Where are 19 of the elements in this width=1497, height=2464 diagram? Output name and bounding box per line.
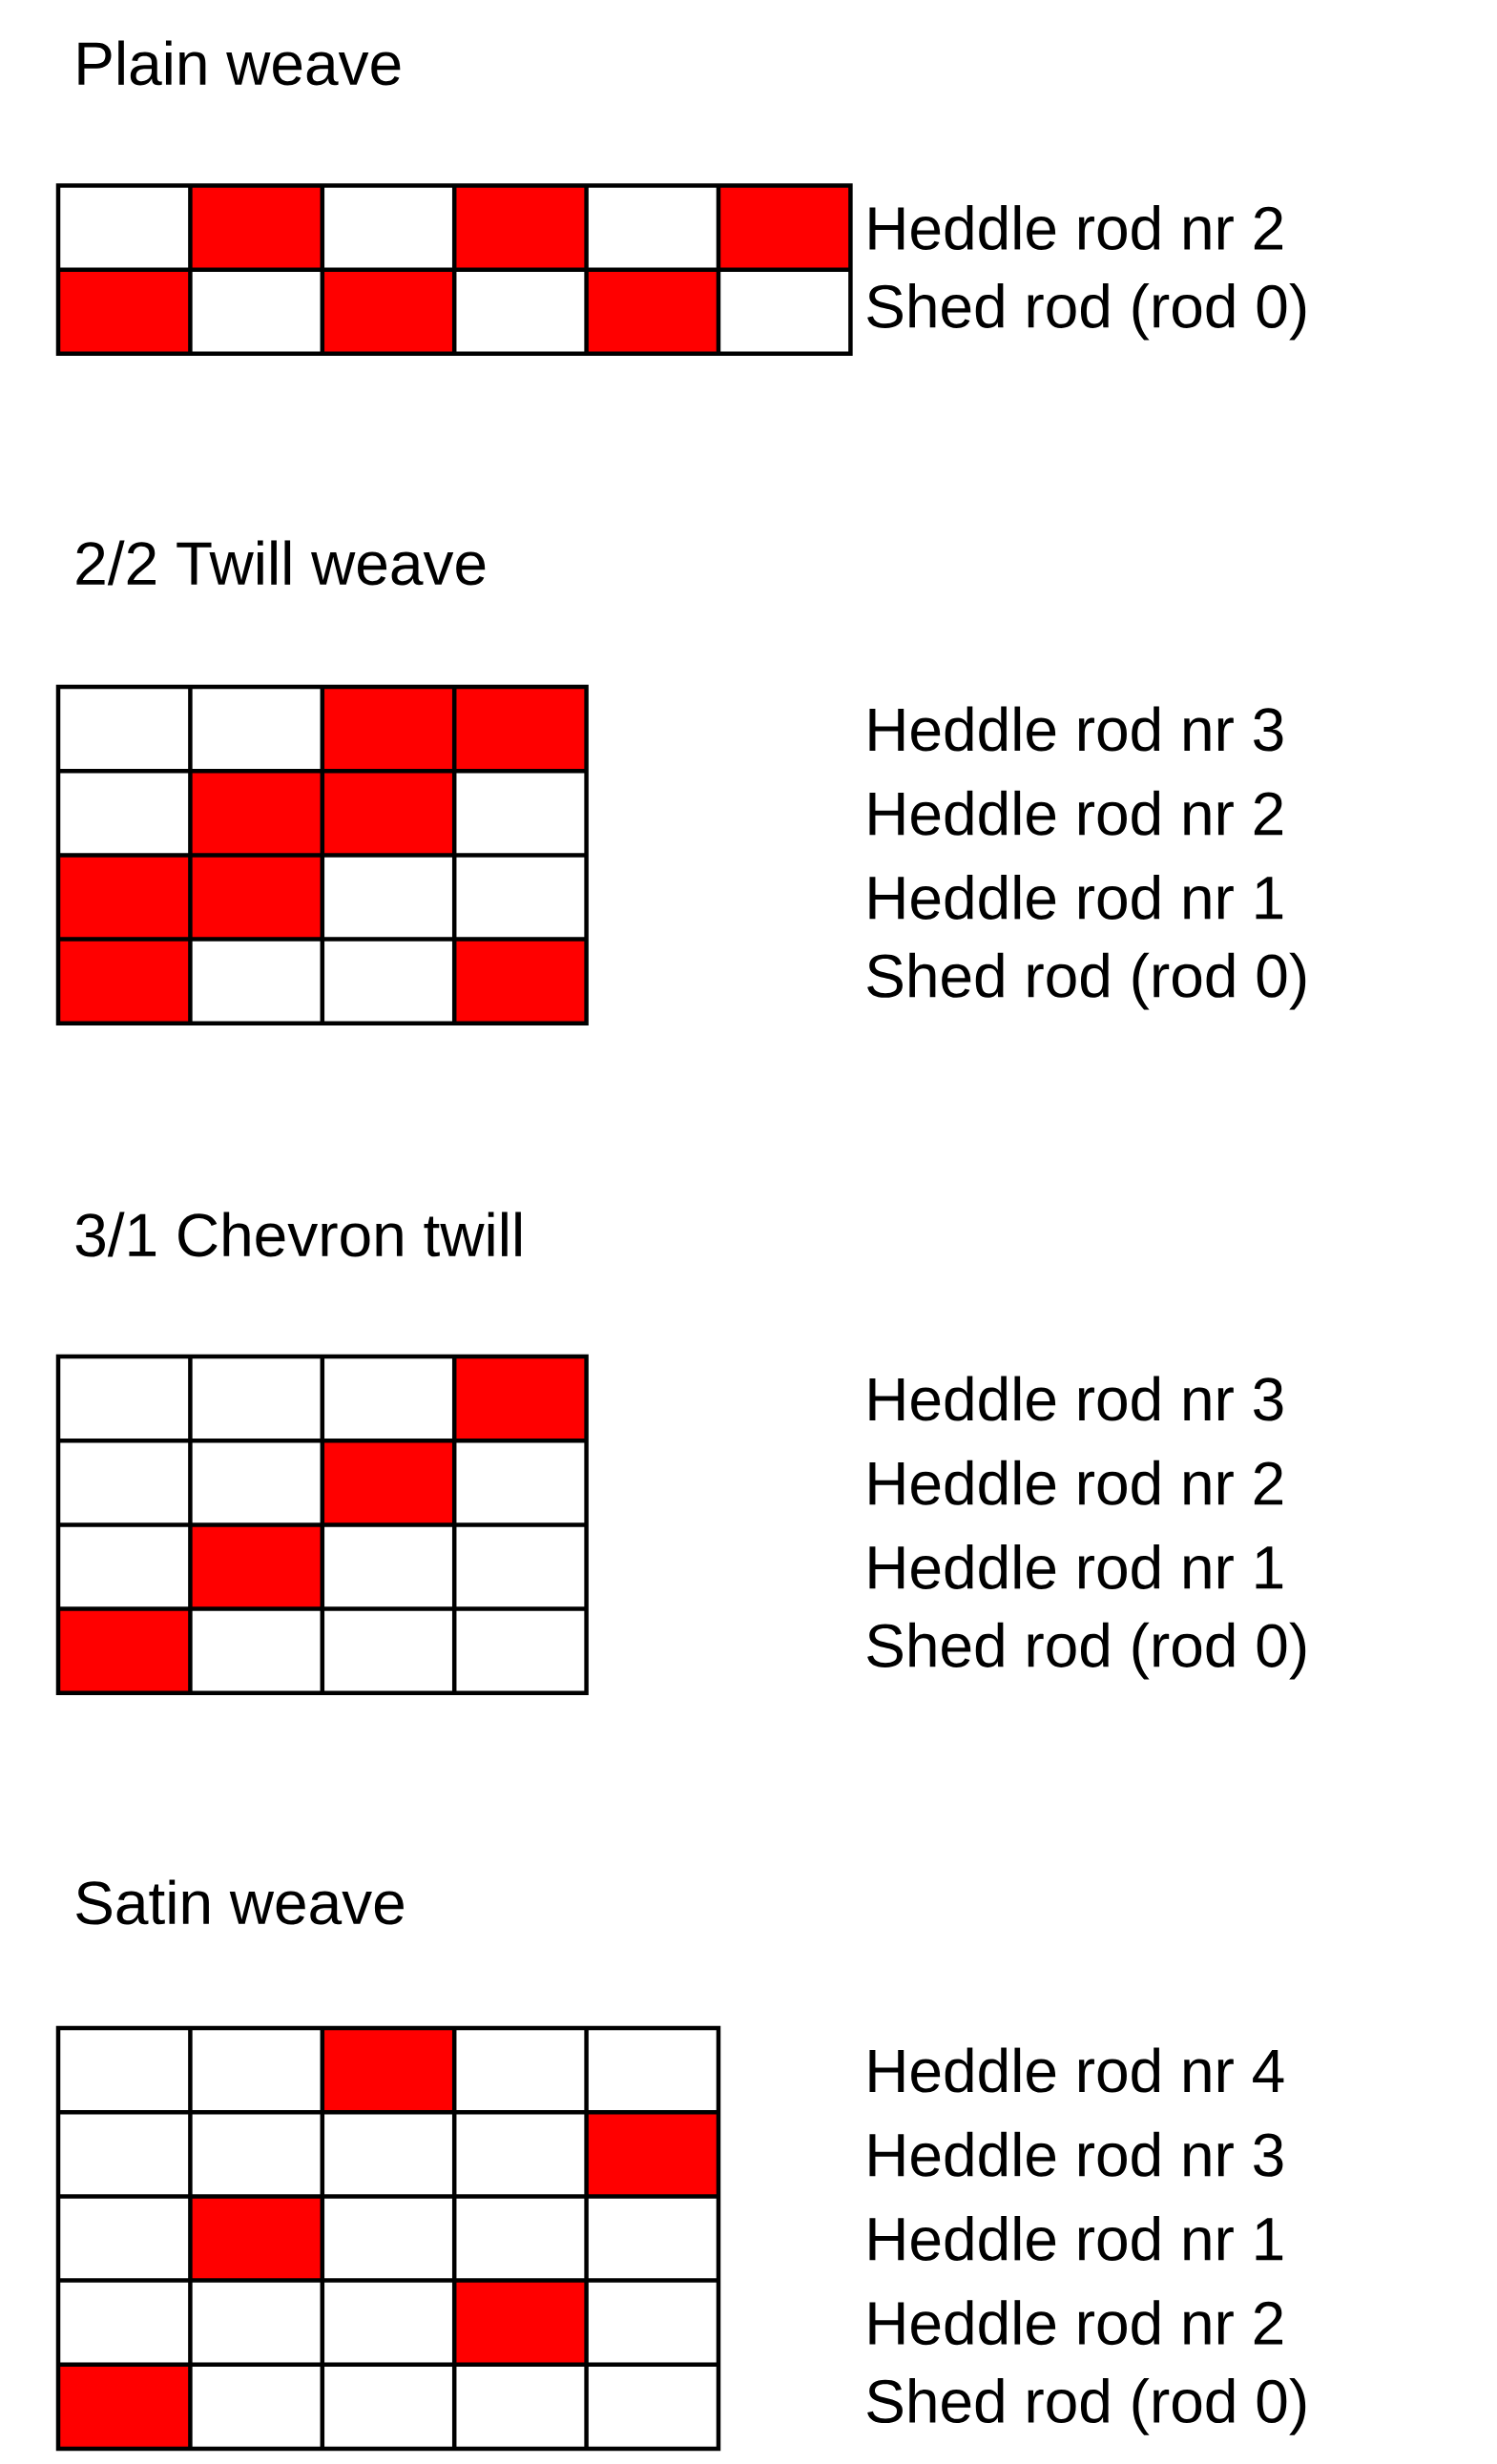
rod-label: Heddle rod nr 2 [869,2300,1282,2346]
rod-label: Heddle rod nr 2 [869,1460,1282,1505]
rod-label: Heddle rod nr 2 [869,205,1282,251]
rod-label: Shed rod (rod 0) [867,952,1306,1010]
rod-label: Shed rod (rod 0) [867,282,1306,341]
section-title: 3/1 Chevron twill [75,1211,521,1257]
rod-label: Shed rod (rod 0) [867,2378,1306,2435]
section-title: 2/2 Twill weave [76,540,486,586]
section-title: Satin weave [76,1879,404,1925]
rod-label: Heddle rod nr 1 [869,1544,1283,1589]
rod-label: Heddle rod nr 4 [869,2047,1284,2093]
section-title: Plain weave [78,40,401,86]
rod-label: Heddle rod nr 3 [869,706,1283,752]
rod-label: Heddle rod nr 1 [869,875,1283,920]
rod-label: Heddle rod nr 2 [869,790,1282,836]
rod-label: Heddle rod nr 3 [869,2131,1283,2177]
rod-label: Heddle rod nr 1 [869,2216,1283,2261]
rod-label: Shed rod (rod 0) [867,1622,1306,1680]
rod-label: Heddle rod nr 3 [869,1376,1283,1421]
